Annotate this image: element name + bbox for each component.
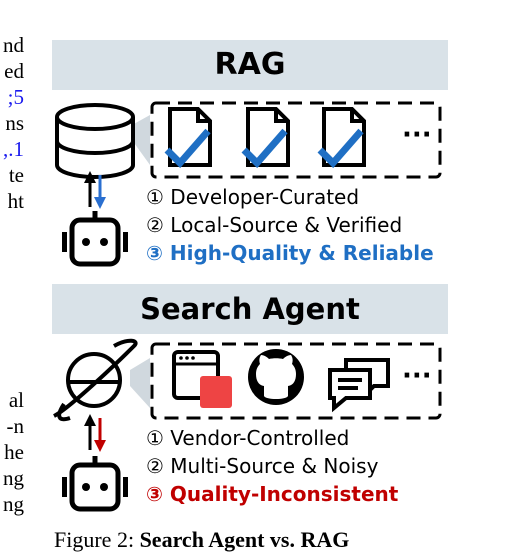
margin-line: he: [4, 440, 24, 464]
browser-window-icon: [172, 350, 232, 408]
margin-line: nd: [3, 33, 24, 57]
checkmark-icon: [164, 128, 211, 169]
github-icon: [248, 349, 304, 405]
robot-icon: [62, 456, 128, 512]
arrow-down-icon: [94, 175, 106, 209]
rag-item-developer-curated: ① Developer-Curated: [146, 185, 360, 209]
checkmark-icon: [317, 128, 364, 169]
rag-diagram: ···: [55, 101, 442, 267]
margin-line: ng: [3, 466, 24, 490]
rag-item-local-source: ② Local-Source & Verified: [146, 213, 403, 237]
chat-bubbles-icon: [328, 358, 390, 413]
ellipsis: ···: [402, 361, 432, 391]
margin-line: 5;: [7, 85, 24, 109]
search-item-multi-source: ② Multi-Source & Noisy: [146, 454, 379, 478]
caption-bold: Search Agent vs. RAG: [139, 527, 350, 552]
arrow-up-icon: [84, 414, 96, 450]
callout-pointer: [130, 358, 150, 408]
arrow-down-icon: [94, 418, 106, 452]
margin-line: te: [8, 163, 24, 187]
margin-line: n-: [6, 414, 25, 438]
callout-pointer: [132, 115, 150, 165]
database-icon: [55, 103, 135, 179]
search-item-vendor-controlled: ① Vendor-Controlled: [146, 426, 350, 450]
ellipsis: ···: [402, 120, 432, 150]
search-item-quality-inconsistent: ③ Quality-Inconsistent: [146, 482, 399, 506]
arrow-up-icon: [84, 171, 96, 207]
robot-icon: [62, 211, 128, 267]
search-agent-title: Search Agent: [52, 284, 448, 334]
checkmark-icon: [241, 128, 288, 169]
figure-caption: Figure 2: Search Agent vs. RAG: [54, 527, 349, 553]
margin-line: ng: [3, 492, 24, 516]
margin-line: ns: [5, 111, 24, 135]
margin-line: 1.,: [3, 137, 24, 161]
rag-item-high-quality: ③ High-Quality & Reliable: [146, 241, 434, 265]
rag-title: RAG: [52, 40, 448, 90]
margin-line: al: [8, 388, 24, 412]
search-agent-diagram: ···: [53, 338, 442, 512]
internet-explorer-icon: [53, 338, 138, 422]
caption-prefix: Figure 2:: [54, 527, 140, 552]
margin-line: ed: [4, 59, 24, 83]
margin-line: ht: [7, 189, 24, 213]
